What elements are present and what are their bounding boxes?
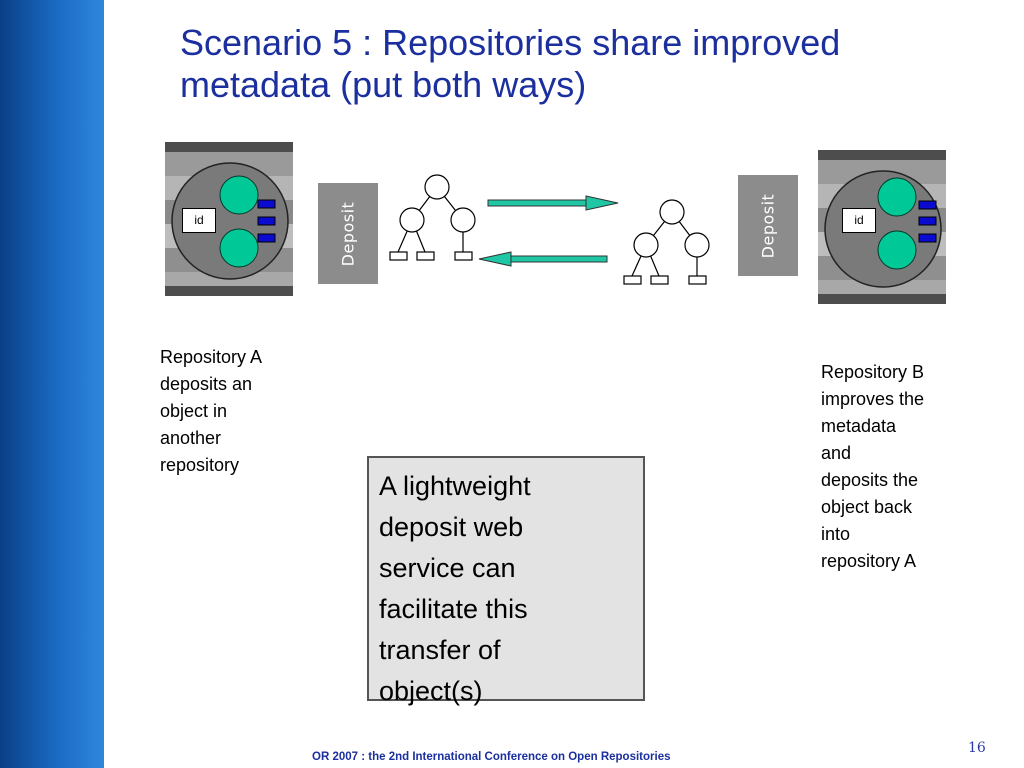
caption-line: metadata [821, 416, 897, 436]
repository-a-icon [164, 141, 294, 297]
callout-line: object(s) [379, 676, 483, 706]
caption-line: improves the [821, 389, 925, 409]
arrow-right-icon [487, 195, 619, 211]
callout-box: A lightweight deposit web service can fa… [367, 456, 645, 706]
repository-b-id-label: id [842, 208, 876, 233]
callout-line: service can [379, 553, 516, 583]
caption-line: another [160, 428, 222, 448]
deposit-label: Deposit [338, 201, 358, 266]
repository-b-caption: Repository B improves the metadata and d… [821, 359, 924, 575]
callout-line: transfer of [379, 635, 501, 665]
deposit-label: Deposit [758, 193, 778, 258]
repository-a-id-label: id [182, 208, 216, 233]
footer-text: OR 2007 : the 2nd International Conferen… [312, 751, 671, 763]
side-accent-bar [0, 0, 104, 768]
caption-line: deposits the [821, 470, 919, 490]
caption-line: Repository A [160, 347, 263, 367]
deposit-box-left: Deposit [318, 183, 378, 284]
callout-line: facilitate this [379, 594, 528, 624]
caption-line: into [821, 524, 851, 544]
page-number: 16 [968, 740, 986, 756]
caption-line: repository [160, 455, 240, 475]
metadata-tree-left-icon [389, 174, 476, 261]
metadata-tree-right-icon [623, 199, 710, 285]
deposit-box-right: Deposit [738, 175, 798, 276]
callout-line: deposit web [379, 512, 524, 542]
caption-line: and [821, 443, 852, 463]
caption-line: object back [821, 497, 913, 517]
caption-line: object in [160, 401, 228, 421]
caption-line: Repository B [821, 362, 925, 382]
callout-line: A lightweight [379, 471, 531, 501]
slide-title: Scenario 5 : Repositories share improved… [180, 22, 841, 105]
caption-line: repository A [821, 551, 917, 571]
repository-a-caption: Repository A deposits an object in anoth… [160, 344, 262, 479]
repository-b-icon [817, 149, 947, 305]
caption-line: deposits an [160, 374, 253, 394]
arrow-left-icon [478, 251, 608, 267]
